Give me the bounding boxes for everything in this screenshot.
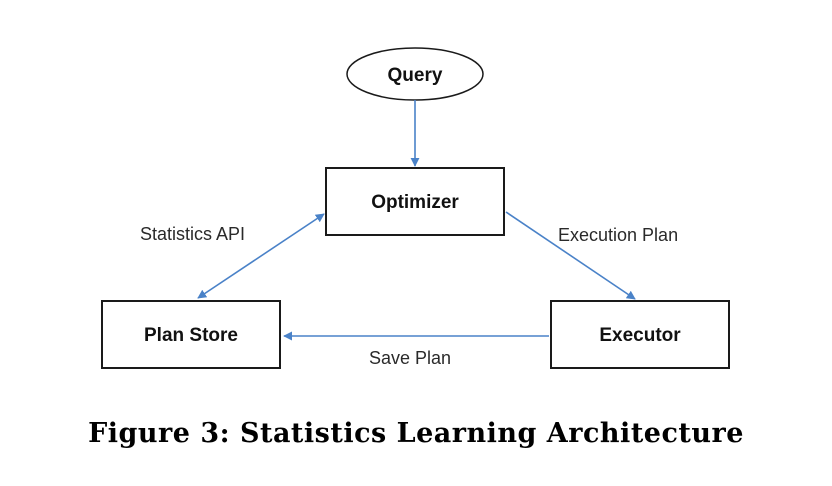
plan-store-node-shape <box>101 300 281 369</box>
executor-node-shape <box>550 300 730 369</box>
plan-store-node: Plan Store <box>101 300 281 369</box>
execution-plan-arrow <box>505 211 636 300</box>
executor-node-label: Executor <box>599 325 681 346</box>
statistics-api-label: Statistics API <box>140 224 245 244</box>
figure-caption: Figure 3: Statistics Learning Architectu… <box>88 418 744 449</box>
statistics-api-arrow <box>197 213 325 299</box>
optimizer-node-shape <box>325 167 505 236</box>
save-plan-label: Save Plan <box>369 348 451 368</box>
executor-node: Executor <box>550 300 730 369</box>
optimizer-node-label: Optimizer <box>371 192 459 213</box>
plan-store-node-label: Plan Store <box>144 325 238 346</box>
query-node-label: Query <box>388 65 443 86</box>
execution-plan-label: Execution Plan <box>558 225 678 245</box>
query-node: Query <box>346 47 484 101</box>
optimizer-node: Optimizer <box>325 167 505 236</box>
